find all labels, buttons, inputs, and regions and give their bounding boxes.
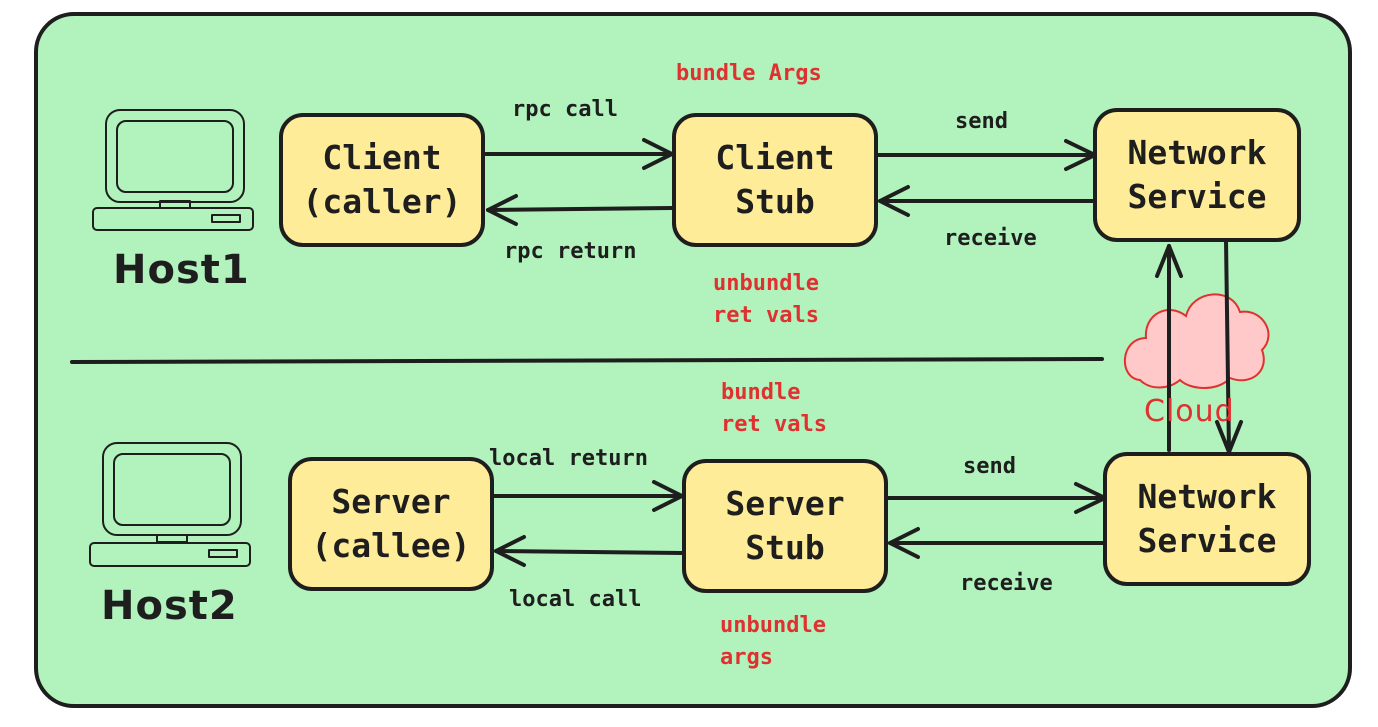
arrow-rpc-return	[486, 194, 674, 226]
arrow-cloud-up	[1155, 244, 1183, 452]
send-bottom-label: send	[963, 454, 1016, 479]
client-box: Client (caller)	[279, 113, 485, 247]
local-return-label: local return	[489, 446, 648, 471]
unbundle-args-note: unbundle args	[720, 613, 826, 670]
cloud-label: Cloud	[1144, 394, 1235, 429]
server-box: Server (callee)	[288, 457, 494, 591]
computer-icon-host2	[89, 442, 251, 567]
bundle-args-note: bundle Args	[676, 61, 822, 86]
server-stub-box: Server Stub	[682, 459, 888, 593]
computer-icon-host1	[92, 109, 254, 231]
local-call-label: local call	[509, 587, 642, 612]
arrow-send-bottom	[885, 482, 1107, 514]
arrow-send-top	[875, 139, 1097, 171]
arrow-receive-top	[878, 185, 1097, 217]
arrow-local-call	[494, 535, 684, 567]
bundle-ret-vals-note: bundle ret vals	[721, 380, 827, 437]
rpc-return-label: rpc return	[504, 239, 637, 264]
network-service-bottom-box: Network Service	[1103, 452, 1311, 586]
rpc-call-label: rpc call	[512, 97, 618, 122]
receive-top-label: receive	[944, 226, 1037, 251]
receive-bottom-label: receive	[960, 571, 1053, 596]
host-divider	[70, 357, 1104, 364]
cloud-icon	[1124, 293, 1270, 389]
client-stub-box: Client Stub	[672, 113, 878, 247]
host1-label: Host1	[113, 247, 250, 293]
send-top-label: send	[955, 109, 1008, 134]
unbundle-ret-vals-note: unbundle ret vals	[713, 271, 819, 328]
network-service-top-box: Network Service	[1093, 108, 1301, 242]
arrow-local-return	[490, 480, 684, 512]
arrow-rpc-call	[484, 138, 674, 170]
host2-label: Host2	[101, 583, 238, 629]
arrow-receive-bottom	[888, 527, 1107, 559]
